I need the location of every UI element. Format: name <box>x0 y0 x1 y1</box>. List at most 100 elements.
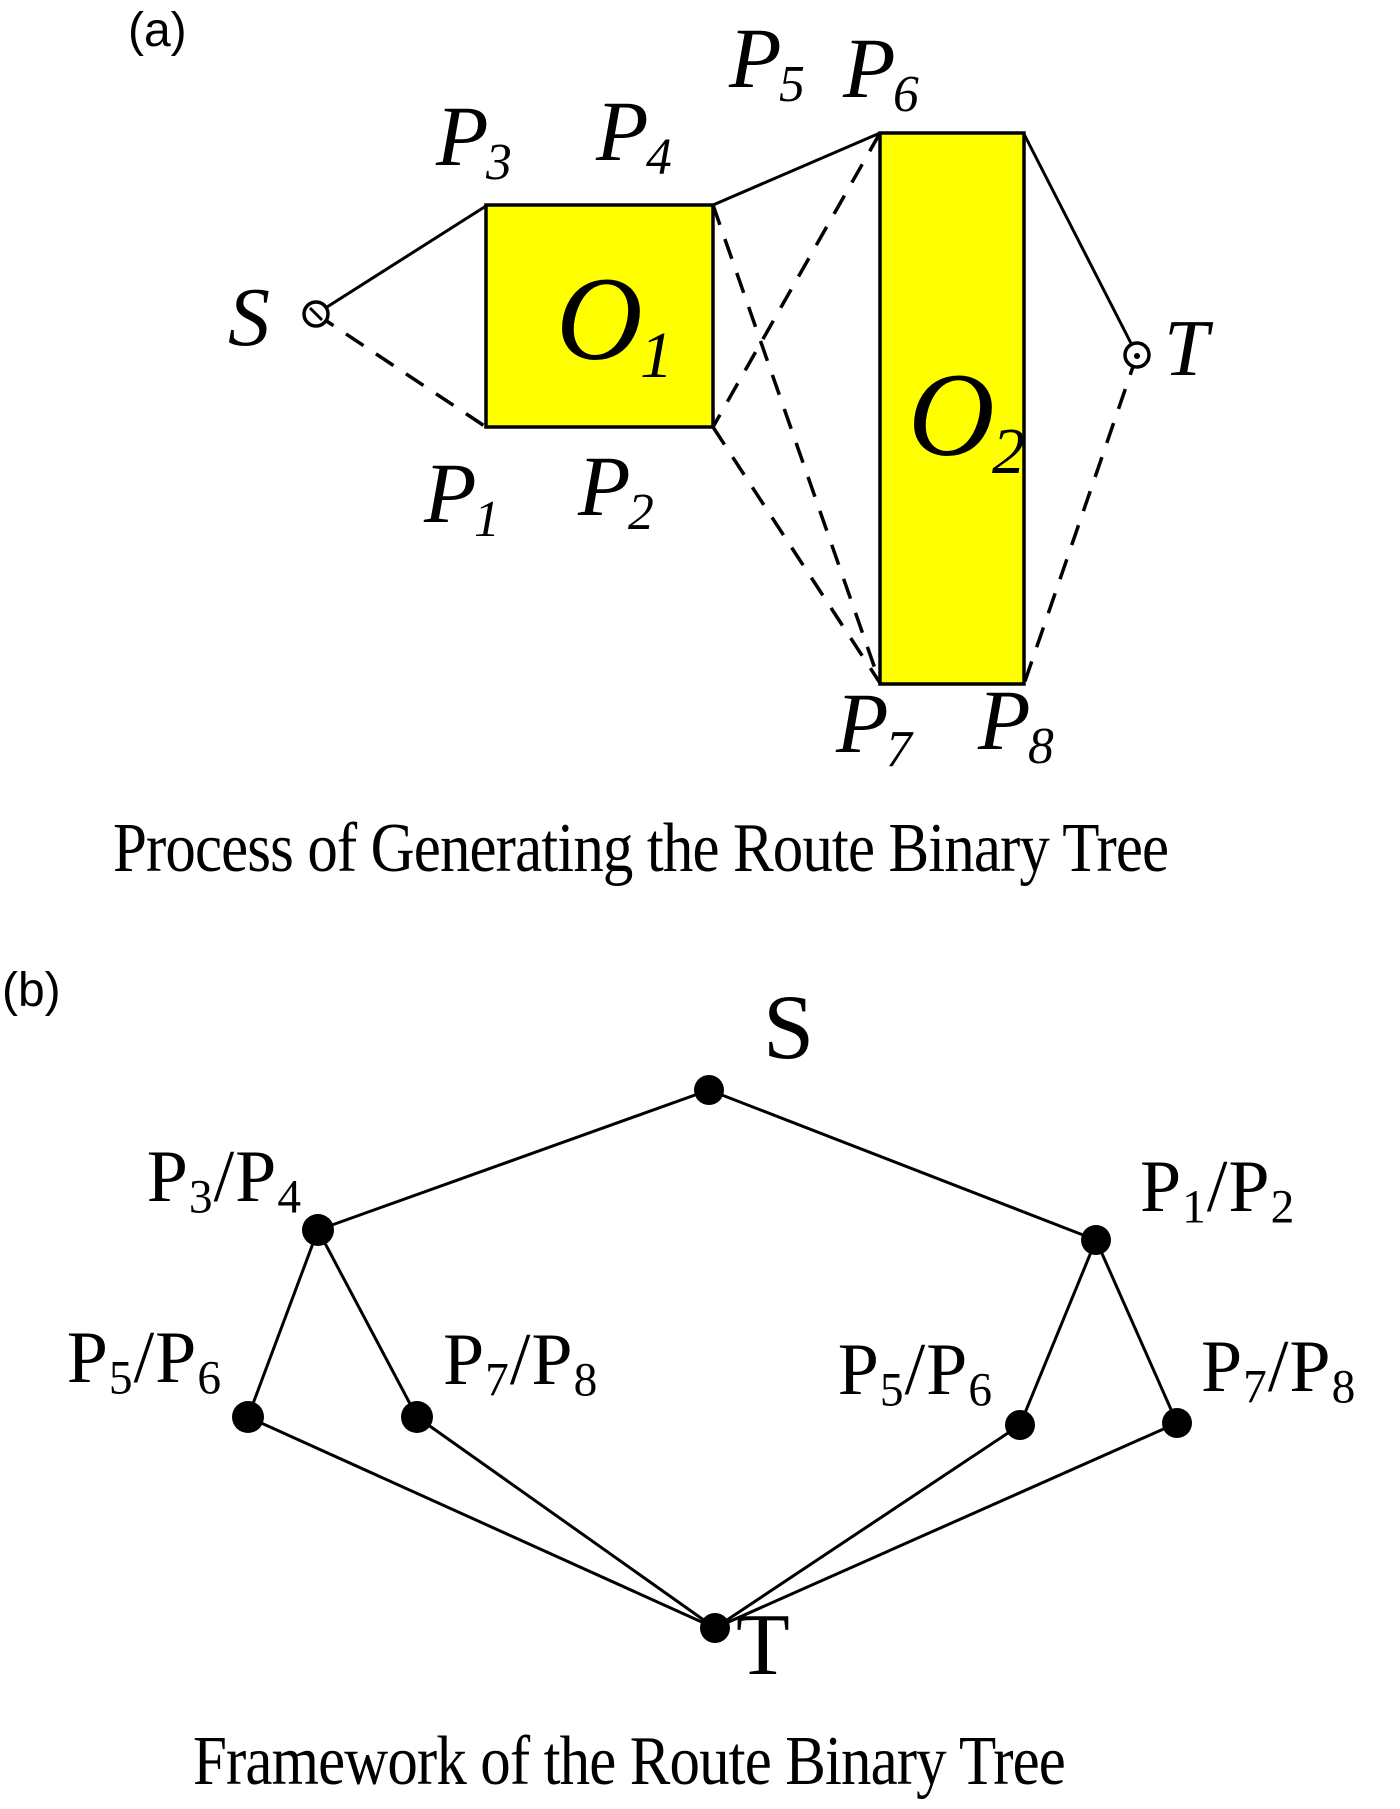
p5-base: P <box>729 10 782 106</box>
point-label-p7: P7 <box>836 680 912 776</box>
tree-label-p78-right: P7/P8 <box>1201 1330 1356 1412</box>
tree-edge-p78right-t <box>714 1421 1178 1630</box>
p3-base: P <box>436 88 489 184</box>
tree-node-t <box>700 1613 730 1643</box>
p34-base1: P <box>146 1136 189 1218</box>
p56l-sub1: 5 <box>108 1352 134 1405</box>
obstacle-o2-rect <box>878 131 1026 686</box>
tree-edge-p34-p78left <box>316 1229 419 1418</box>
p56l-base1: P <box>66 1317 109 1399</box>
p56l-sep: / <box>133 1317 156 1399</box>
p78r-sub1: 7 <box>1243 1361 1268 1414</box>
tree-node-p56-right <box>1005 1410 1035 1440</box>
p12-sep: / <box>1206 1146 1229 1228</box>
p1-base: P <box>424 445 477 541</box>
p5-sub: 5 <box>778 56 805 114</box>
p6-sub: 6 <box>892 66 919 124</box>
tree-edge-p56right-t <box>714 1423 1021 1630</box>
point-label-p6: P6 <box>843 25 919 121</box>
tree-edge-s-p12 <box>708 1088 1097 1242</box>
p56r-base1: P <box>837 1329 880 1411</box>
p12-sub1: 1 <box>1182 1181 1207 1234</box>
point-label-p1: P1 <box>424 450 500 546</box>
edge-p6-t-solid <box>1022 133 1139 356</box>
tree-s-label: S <box>763 976 815 1078</box>
p56r-base2: P <box>926 1329 969 1411</box>
p2-sub: 2 <box>627 484 654 542</box>
edge-p4-p5-solid <box>712 131 881 207</box>
p56l-sub2: 6 <box>197 1352 222 1405</box>
edge-p2-p7-dashed <box>711 426 882 684</box>
tree-edge-p34-p56left <box>246 1229 320 1418</box>
obstacle-o1-rect <box>484 203 715 429</box>
p34-sub1: 3 <box>188 1171 214 1224</box>
p8-base: P <box>978 672 1031 768</box>
p56l-base2: P <box>155 1317 198 1399</box>
p34-sep: / <box>213 1136 236 1218</box>
p34-base2: P <box>235 1136 278 1218</box>
p12-sub2: 2 <box>1270 1181 1296 1234</box>
o1-base: O <box>556 252 643 385</box>
tree-edge-p12-p56right <box>1018 1239 1098 1426</box>
edge-p5-p2-dashed <box>711 132 882 428</box>
tree-node-p78-right <box>1162 1408 1192 1438</box>
tree-edge-p78left-t <box>416 1415 716 1630</box>
p7-base: P <box>836 675 889 771</box>
p78l-sub2: 8 <box>573 1354 599 1407</box>
p8-sub: 8 <box>1027 718 1054 776</box>
p4-sub: 4 <box>645 129 672 187</box>
p78r-base2: P <box>1289 1326 1332 1408</box>
point-label-p8: P8 <box>978 677 1054 773</box>
panel-b-caption: Framework of the Route Binary Tree <box>193 1723 1066 1800</box>
p56r-sub2: 6 <box>968 1364 993 1417</box>
edge-p4-p7-dashed <box>711 204 882 684</box>
p56r-sep: / <box>904 1329 927 1411</box>
source-label: S <box>228 271 270 364</box>
p78l-base1: P <box>443 1319 486 1401</box>
tree-node-p56-left <box>232 1401 264 1433</box>
p7-sub: 7 <box>885 721 912 779</box>
obstacle-o2-label: O2 <box>908 355 1025 485</box>
p56r-sub1: 5 <box>879 1364 905 1417</box>
p34-sub2: 4 <box>277 1171 302 1224</box>
tree-edge-p12-p78right <box>1094 1239 1179 1424</box>
edge-t-p8-dashed <box>1022 354 1139 685</box>
point-label-p3: P3 <box>436 93 512 189</box>
tree-node-s <box>694 1075 724 1105</box>
p78l-sep: / <box>509 1319 532 1401</box>
p12-base2: P <box>1228 1146 1271 1228</box>
panel-b-tag: (b) <box>2 964 61 1017</box>
p1-sub: 1 <box>473 491 500 549</box>
tree-label-p78-left: P7/P8 <box>443 1323 598 1405</box>
source-marker-tick <box>308 306 324 322</box>
p4-base: P <box>596 83 649 179</box>
p3-sub: 3 <box>485 134 512 192</box>
panel-a-tag: (a) <box>128 4 187 57</box>
o2-sub: 2 <box>992 415 1026 489</box>
tree-node-p34 <box>302 1214 334 1246</box>
point-label-p2: P2 <box>578 443 654 539</box>
point-label-p4: P4 <box>596 88 672 184</box>
tree-label-p12: P1/P2 <box>1140 1150 1295 1232</box>
target-label: T <box>1164 305 1209 393</box>
p78l-sub1: 7 <box>485 1354 510 1407</box>
panel-a-caption: Process of Generating the Route Binary T… <box>113 810 1169 887</box>
p78r-sub2: 8 <box>1331 1361 1357 1414</box>
p12-base1: P <box>1140 1146 1183 1228</box>
edge-s-p1-dashed <box>315 312 487 429</box>
p6-base: P <box>843 20 896 116</box>
point-label-p5: P5 <box>729 15 805 111</box>
obstacle-o1-label: O1 <box>556 259 673 389</box>
edge-s-p3-solid <box>315 204 487 316</box>
p78r-base1: P <box>1201 1326 1244 1408</box>
tree-edge-s-p34 <box>317 1088 710 1232</box>
target-marker-dot <box>1134 353 1140 359</box>
o1-sub: 1 <box>640 319 674 393</box>
tree-node-p78-left <box>401 1401 433 1433</box>
o2-base: O <box>908 348 995 481</box>
tree-label-p56-left: P5/P6 <box>2 1321 222 1403</box>
tree-label-p34: P3/P4 <box>82 1140 302 1222</box>
p78l-base2: P <box>531 1319 574 1401</box>
